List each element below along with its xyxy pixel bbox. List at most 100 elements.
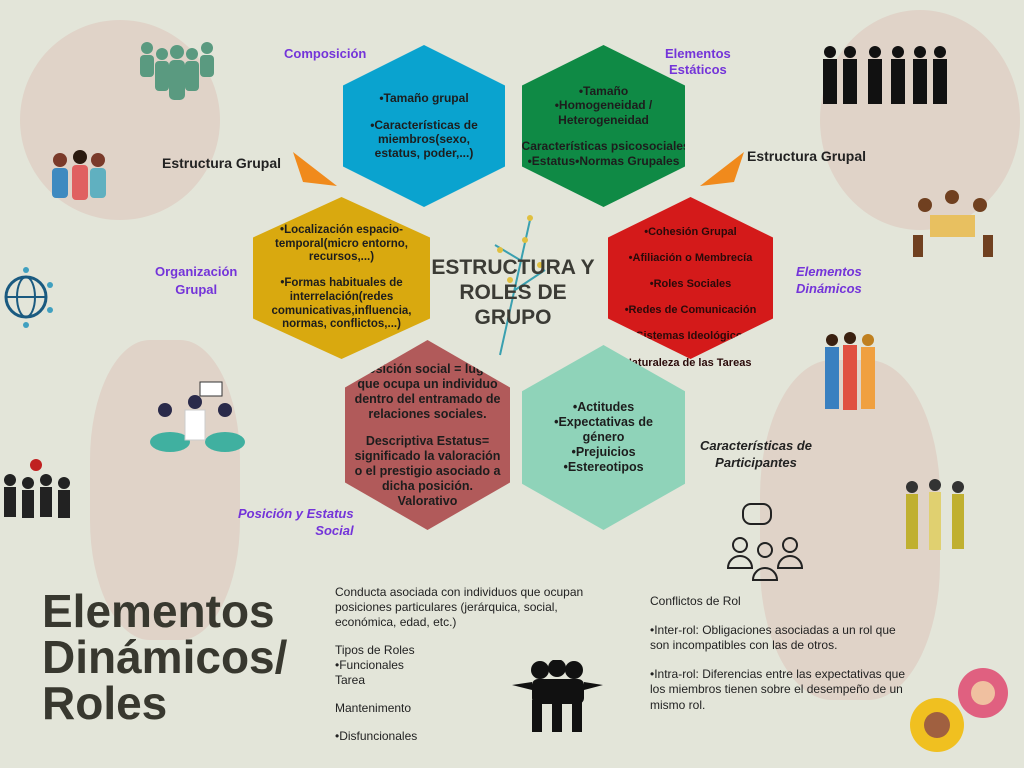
hex-text: Descriptiva Estatus=: [365, 433, 490, 448]
text-line: Tipos de Roles: [335, 643, 415, 657]
celebrating-people-icon: [52, 150, 106, 200]
hex-text: •Redes de Comunicación: [624, 304, 757, 316]
label-elementos-estaticos: Elementos Estáticos: [665, 46, 731, 78]
group-people-icon: [140, 42, 214, 100]
roles-description: Conducta asociada con individuos que ocu…: [335, 585, 583, 744]
hex-text: •Características de: [370, 117, 478, 132]
text-line: •Intra-rol: Diferencias entre las expect…: [650, 666, 905, 681]
text-line: mismo rol.: [650, 697, 706, 712]
bottom-title-line: Dinámicos/: [42, 631, 288, 683]
text-line: [335, 630, 583, 643]
label-estructura-grupal-left: Estructura Grupal: [162, 155, 282, 171]
hex-text: •Sistemas Ideológicos: [632, 330, 749, 342]
text-line: Conducta asociada con individuos que ocu…: [335, 585, 584, 599]
hex-text: •Formas habituales de: [280, 277, 403, 290]
label-composicion: Composición: [284, 46, 367, 61]
friends-icon: [825, 332, 875, 410]
plant-icon: [494, 215, 546, 356]
hex-text: Heterogeneidad: [558, 112, 649, 127]
text-line: •Funcionales: [335, 658, 404, 672]
hex-text: o el prestigio asociado a: [354, 463, 501, 478]
hex-text: •Estatus•Normas Grupales: [527, 153, 680, 168]
label-line: Grupal: [175, 282, 218, 297]
hex-text: recursos,...): [308, 251, 375, 264]
label-caracteristicas-participantes: Características de Participantes: [700, 437, 812, 471]
hex-text: dentro del entramado de: [354, 391, 501, 406]
text-line: [650, 610, 905, 623]
hex-text: •Características psicosociales: [517, 139, 690, 154]
label-line: Elementos: [796, 264, 862, 279]
hex-text: •Expectativas de: [554, 415, 653, 429]
crowd-icon: [4, 459, 70, 518]
label-organizacion-grupal: Organización Grupal: [155, 263, 237, 299]
text-line: posiciones particulares (jerárquica, soc…: [335, 600, 558, 614]
conversation-icon: [150, 381, 245, 452]
text-line: Tarea: [335, 673, 366, 687]
cheering-people-icon: [906, 479, 964, 550]
hex-text: •Estereotipos: [563, 460, 644, 474]
hex-text: estatus, poder,...): [374, 146, 474, 161]
label-estructura-grupal-right: Estructura Grupal: [747, 148, 867, 164]
bottom-title: Elementos Dinámicos/ Roles: [42, 588, 287, 726]
silhouettes-icon: [823, 46, 947, 104]
discussion-group-icon: [726, 503, 804, 581]
hex-text: normas, conflictos,...): [282, 318, 401, 331]
hex-text: comunicativas,influencia,: [271, 304, 412, 317]
bottom-title-line: Elementos: [42, 585, 275, 637]
hex-text: que ocupa un individuo: [357, 376, 498, 391]
label-line: Posición y Estatus: [238, 506, 354, 521]
text-line: •Inter-rol: Obligaciones asociadas a un …: [650, 622, 896, 637]
hexagon-elementos-dinamicos: •Cohesión Grupal •Afiliación o Membrecía…: [608, 197, 773, 359]
hex-text: interrelación(redes: [289, 290, 394, 303]
label-line: Organización: [155, 264, 238, 279]
hex-text: temporal(micro entorno,: [275, 237, 408, 250]
label-line: Social: [315, 523, 354, 538]
label-posicion-estatus: Posición y Estatus Social: [238, 505, 354, 539]
hex-text: •Actitudes: [572, 400, 635, 414]
hex-text: •Homogeneidad /: [554, 98, 653, 113]
hexagon-composicion: •Tamaño grupal •Características de miemb…: [343, 45, 505, 207]
hex-text: dicha posición.: [382, 478, 473, 493]
arrow-icon: [293, 152, 337, 186]
avatars-icon: [910, 668, 1008, 752]
label-line: Elementos: [665, 46, 731, 61]
label-elementos-dinamicos: Elementos Dinámicos: [796, 263, 862, 297]
text-line: [650, 654, 905, 667]
hex-text: •Localización espacio-: [280, 223, 403, 236]
text-line: •Disfuncionales: [335, 729, 418, 743]
text-line: económica, edad, etc.): [335, 615, 457, 629]
hexagon-elementos-estaticos: •Tamaño •Homogeneidad / Heterogeneidad •…: [522, 45, 685, 207]
hex-text: •Roles Sociales: [649, 278, 732, 290]
label-line: Participantes: [715, 455, 797, 470]
bottom-title-line: Roles: [42, 677, 168, 729]
text-line: los miembros tienen sobre el desempeño d…: [650, 682, 903, 696]
hex-text: •Prejuicios: [571, 445, 636, 459]
hex-text: •Afiliación o Membrecía: [628, 252, 753, 264]
hex-text: •Tamaño: [578, 84, 629, 99]
hex-text: Valorativo: [397, 493, 458, 508]
text-line: [335, 716, 583, 729]
arrow-icon: [700, 152, 744, 186]
center-title-line: ROLES DE: [459, 281, 567, 304]
team-hug-icon: [512, 660, 603, 732]
hex-text: significado la valoración: [354, 448, 501, 463]
hex-text: relaciones sociales.: [368, 406, 487, 421]
hex-text: género: [582, 430, 625, 444]
hex-text: miembros(sexo,: [377, 132, 471, 146]
center-title-line: ESTRUCTURA Y: [431, 256, 595, 279]
hexagon-organizacion: •Localización espacio- temporal(micro en…: [253, 197, 430, 359]
hex-text: •Cohesión Grupal: [644, 226, 737, 238]
label-line: Dinámicos: [796, 281, 862, 296]
hex-text: •Tamaño grupal: [379, 91, 469, 106]
meeting-table-icon: [913, 190, 993, 257]
text-line: Mantenimento: [335, 701, 412, 715]
text-line: Conflictos de Rol: [650, 594, 741, 608]
label-line: Características de: [700, 438, 813, 453]
text-line: [335, 688, 583, 701]
conflictos-de-rol: Conflictos de Rol •Inter-rol: Obligacione…: [650, 594, 905, 713]
label-line: Estáticos: [668, 62, 727, 77]
hex-text: Posición social = lugar: [359, 361, 496, 376]
hex-text: •Naturaleza de las Tareas: [620, 357, 752, 369]
hexagon-posicion-estatus: Posición social = lugar que ocupa un ind…: [345, 340, 510, 530]
text-line: son incompatibles con las de otros.: [650, 638, 838, 652]
